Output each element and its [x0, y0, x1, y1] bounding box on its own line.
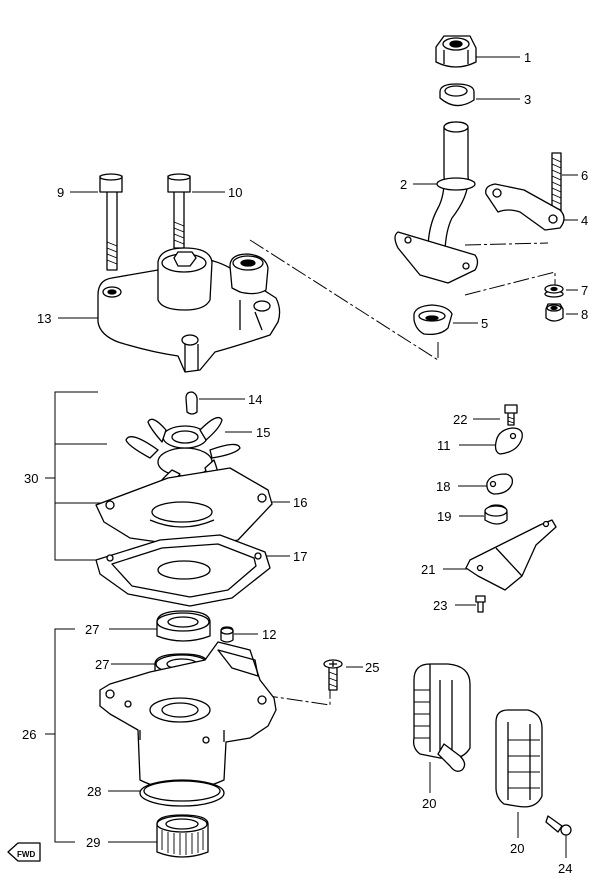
callout-22: 22 — [453, 412, 467, 427]
part-4-plate — [485, 183, 565, 231]
callout-11: 11 — [437, 438, 451, 453]
part-8-nut — [545, 303, 564, 322]
part-7-washer — [544, 284, 564, 298]
part-3-bushing — [439, 83, 475, 107]
part-27-seal-upper — [156, 610, 211, 642]
callout-13: 13 — [37, 311, 51, 326]
callout-21: 21 — [421, 562, 435, 577]
part-22-screw — [504, 404, 518, 426]
callout-6: 6 — [581, 168, 588, 183]
part-12-dowel — [220, 626, 234, 643]
callout-16: 16 — [293, 495, 307, 510]
callout-17: 17 — [293, 549, 307, 564]
fwd-arrow-icon — [7, 842, 41, 862]
callout-20-right: 20 — [510, 841, 524, 856]
part-13-pump-housing — [97, 247, 281, 373]
callout-9: 9 — [57, 185, 64, 200]
callout-24: 24 — [558, 861, 572, 876]
callout-labels: 1 3 2 6 4 9 10 7 8 13 5 14 15 22 11 30 1… — [17, 50, 588, 876]
part-25-screw — [323, 659, 343, 691]
callout-23: 23 — [433, 598, 447, 613]
callout-15: 15 — [256, 425, 270, 440]
callout-7: 7 — [581, 283, 588, 298]
callout-28: 28 — [87, 784, 101, 799]
part-17-gasket — [95, 534, 271, 607]
callout-20-left: 20 — [422, 796, 436, 811]
part-9-bolt — [99, 173, 123, 271]
callout-25: 25 — [365, 660, 379, 675]
part-20-grommet-b — [495, 709, 543, 808]
callout-10: 10 — [228, 185, 242, 200]
callout-27-upper: 27 — [85, 622, 99, 637]
callout-30: 30 — [24, 471, 38, 486]
part-26-pump-case — [99, 641, 277, 791]
callout-14: 14 — [248, 392, 262, 407]
part-1-nut — [435, 35, 477, 68]
callout-1: 1 — [524, 50, 531, 65]
part-19-cap — [484, 504, 508, 525]
callout-3: 3 — [524, 92, 531, 107]
callout-12: 12 — [262, 627, 276, 642]
part-18-gasket — [486, 473, 514, 495]
part-21-bracket — [465, 519, 557, 591]
callout-18: 18 — [436, 479, 450, 494]
leader-lines — [45, 56, 578, 858]
part-16-gasket-plate — [95, 467, 273, 549]
part-14-key — [185, 391, 198, 415]
callout-19: 19 — [437, 509, 451, 524]
fwd-label: FWD — [17, 850, 35, 859]
part-29-bearing — [156, 814, 209, 858]
callout-29: 29 — [86, 835, 100, 850]
part-24-screw — [545, 815, 572, 836]
part-2-water-tube — [394, 121, 479, 284]
callout-26: 26 — [22, 727, 36, 742]
part-20-grommet-a — [412, 663, 471, 772]
callout-2: 2 — [400, 177, 407, 192]
callout-8: 8 — [581, 307, 588, 322]
part-28-o-ring — [139, 779, 225, 807]
part-10-bolt — [167, 173, 191, 249]
callout-27-lower: 27 — [95, 657, 109, 672]
callout-5: 5 — [481, 316, 488, 331]
callout-4: 4 — [581, 213, 588, 228]
part-23-screw — [475, 595, 486, 613]
part-5-grommet — [413, 304, 453, 336]
part-11-plate — [494, 427, 523, 455]
